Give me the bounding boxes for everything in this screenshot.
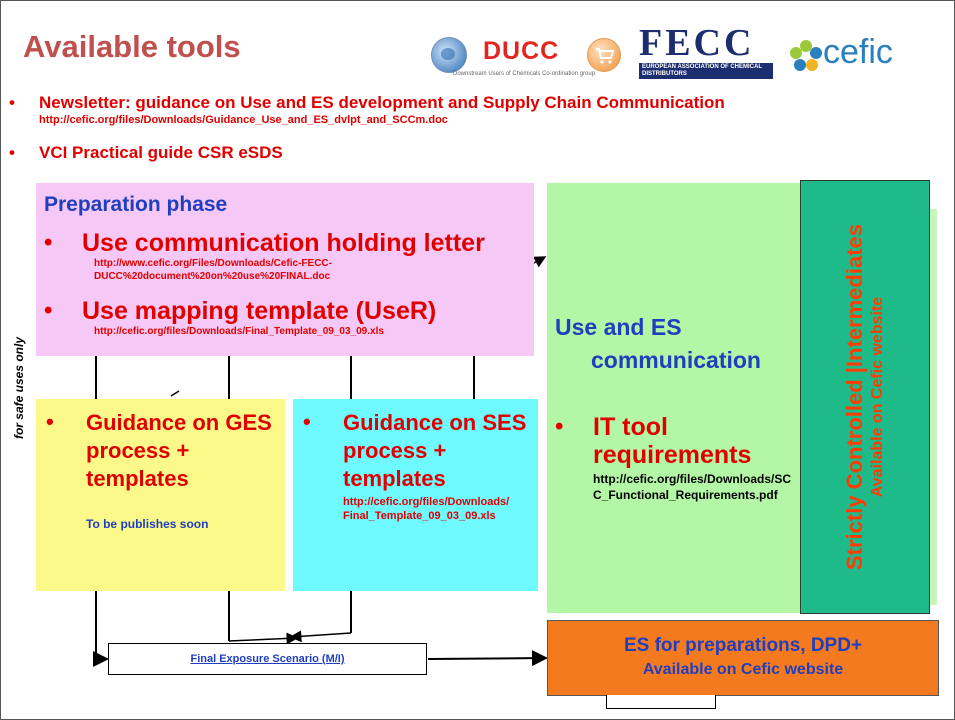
ducc-logo: DUCC — [483, 37, 559, 66]
bullet-newsletter: • Newsletter: guidance on Use and ES dev… — [9, 93, 949, 127]
use-mapping-template-heading: Use mapping template (UseR) — [82, 297, 437, 325]
connector-line — [170, 390, 180, 397]
fecc-logo: FECC EUROPEAN ASSOCIATION OF CHEMICAL DI… — [639, 22, 773, 79]
es-preparations-box: ES for preparations, DPD+ Available on C… — [547, 620, 939, 696]
ses-guidance-url[interactable]: http://cefic.org/files/Downloads/Final_T… — [343, 496, 510, 522]
ses-guidance-heading: Guidance on SES process + templates — [343, 410, 527, 491]
use-es-title-line1: Use and ES — [555, 314, 682, 340]
bullet-dot: • — [9, 93, 15, 112]
ses-guidance-item: • Guidance on SES process + templates ht… — [303, 409, 533, 523]
fecc-logo-word: FECC — [639, 22, 755, 64]
cefic-flower-icon — [789, 39, 823, 73]
es-preparations-bottom-tab — [606, 695, 716, 709]
final-exposure-scenario-box: Final Exposure Scenario (M/I) — [108, 643, 427, 675]
preparation-phase-box: Preparation phase • Use communication ho… — [36, 183, 534, 356]
strictly-controlled-line2: Available on Cefic website — [869, 296, 886, 498]
ges-guidance-item: • Guidance on GES process + templates — [46, 409, 276, 493]
bullet-newsletter-text: Newsletter: guidance on Use and ES devel… — [39, 93, 725, 112]
connector-arrow — [427, 650, 548, 667]
cart-logo-icon — [587, 38, 621, 72]
cefic-logo-word: cefic — [823, 33, 893, 71]
use-communication-letter-heading: Use communication holding letter — [82, 229, 485, 257]
bullet-dot: • — [9, 143, 15, 162]
strictly-controlled-line1: Strictly Controlled |Intermediates — [842, 224, 867, 571]
bullet-dot: • — [46, 409, 54, 434]
it-tool-requirements-url[interactable]: http://cefic.org/files/Downloads/SCC_Fun… — [593, 472, 792, 502]
bullet-dot: • — [44, 297, 53, 324]
ducc-logo-subtitle: Downstream Users of Chemicals Co-ordinat… — [453, 71, 596, 77]
fecc-logo-subtitle: EUROPEAN ASSOCIATION OF CHEMICAL DISTRIB… — [639, 63, 773, 79]
bullet-dot: • — [555, 413, 564, 440]
es-preparations-line1: ES for preparations, DPD+ — [623, 635, 863, 656]
ducc-logo-word: DUCC — [483, 37, 560, 65]
use-es-communication-title: Use and ES communication — [555, 311, 795, 377]
preparation-phase-title: Preparation phase — [44, 193, 228, 216]
use-communication-letter-item: • Use communication holding letter http:… — [44, 229, 534, 283]
bullet-newsletter-url[interactable]: http://cefic.org/files/Downloads/Guidanc… — [39, 114, 448, 126]
use-communication-letter-url[interactable]: http://www.cefic.org/Files/Downloads/Cef… — [94, 258, 332, 282]
bullet-dot: • — [303, 409, 311, 434]
es-preparations-line2: Available on Cefic website — [642, 661, 844, 678]
slide-title: Available tools — [23, 29, 241, 64]
it-tool-requirements-heading: IT tool requirements — [593, 413, 752, 469]
globe-logo-icon — [431, 37, 467, 73]
bullet-dot: • — [44, 229, 53, 256]
ges-guidance-box: • Guidance on GES process + templates To… — [36, 399, 285, 591]
use-es-communication-box: Use and ES communication • IT tool requi… — [547, 183, 801, 613]
strictly-controlled-intermediates-box: Strictly Controlled |Intermediates Avail… — [800, 180, 930, 614]
connector-arrow — [289, 630, 352, 643]
ges-guidance-note: To be publishes soon — [86, 517, 209, 531]
bullet-vci-guide-text: VCI Practical guide CSR eSDS — [39, 143, 283, 162]
use-mapping-template-item: • Use mapping template (UseR) http://cef… — [44, 297, 436, 338]
use-es-title-line2: communication — [591, 347, 761, 373]
connector-arrow — [532, 256, 547, 268]
ses-guidance-box: • Guidance on SES process + templates ht… — [293, 399, 538, 591]
ges-guidance-heading: Guidance on GES process + templates — [86, 410, 272, 491]
strictly-controlled-text: Strictly Controlled |Intermediates Avail… — [842, 187, 888, 607]
bullet-vci-guide: • VCI Practical guide CSR eSDS — [9, 143, 609, 163]
use-mapping-template-url[interactable]: http://cefic.org/files/Downloads/Final_T… — [94, 326, 384, 337]
final-exposure-scenario-link[interactable]: Final Exposure Scenario (M/I) — [190, 653, 345, 665]
it-tool-requirements-item: • IT tool requirements http://cefic.org/… — [555, 413, 793, 503]
connector-arrow — [228, 632, 299, 645]
